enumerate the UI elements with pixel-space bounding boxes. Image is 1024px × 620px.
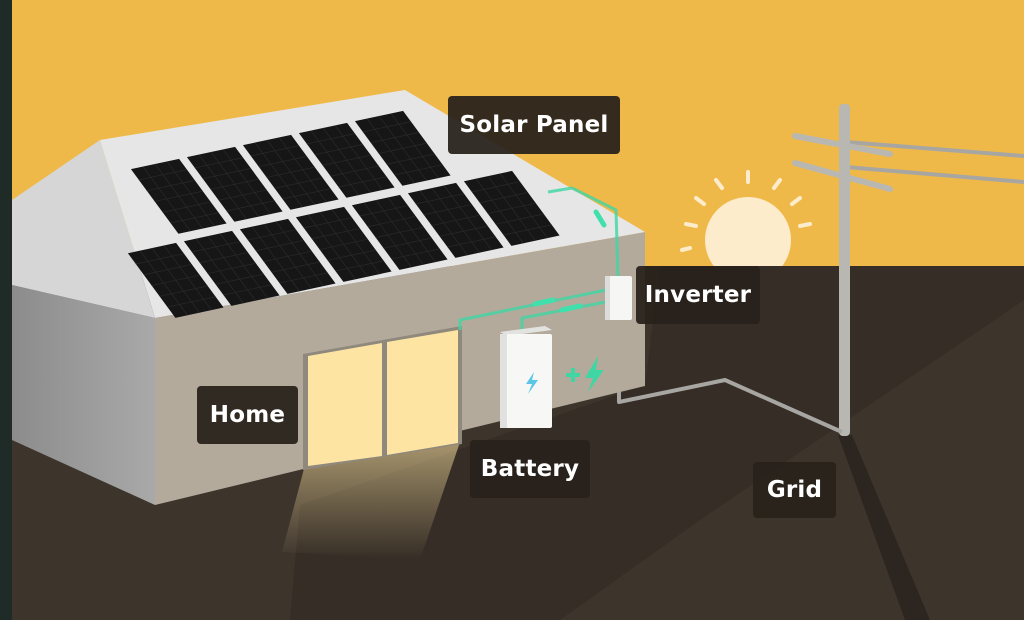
left-border bbox=[0, 0, 12, 620]
panel-cell-line bbox=[226, 200, 275, 212]
panel-cell-line bbox=[306, 133, 356, 145]
panel-cell-line bbox=[282, 188, 331, 200]
panel-cell-line bbox=[386, 153, 435, 165]
panel-cell-line bbox=[327, 249, 376, 261]
inverter-label: Inverter bbox=[636, 266, 760, 324]
roof-hip bbox=[12, 140, 155, 318]
panel-cell-line bbox=[394, 164, 443, 176]
home-label: Home bbox=[197, 386, 298, 444]
panel-cell-line bbox=[162, 201, 211, 213]
panel-cell-line bbox=[423, 204, 472, 216]
panel-cell-line bbox=[487, 202, 536, 214]
panel-cell-line bbox=[215, 273, 264, 285]
panel-cell-line bbox=[495, 213, 544, 225]
panel-cell-line bbox=[367, 216, 416, 228]
panel-cell-line bbox=[167, 296, 216, 308]
panel-cell-line bbox=[138, 169, 188, 181]
panel-cell-line bbox=[311, 228, 360, 240]
panel-cell-line bbox=[210, 178, 259, 190]
panel-cell-line bbox=[143, 264, 192, 276]
panel-cell-line bbox=[383, 237, 432, 249]
panel-cell-line bbox=[218, 189, 267, 201]
panel-cell-line bbox=[263, 250, 312, 262]
solar-panel-label: Solar Panel bbox=[448, 96, 620, 154]
panel-cell-line bbox=[335, 260, 384, 272]
door-light-cone bbox=[282, 442, 460, 560]
battery-label: Battery bbox=[470, 440, 590, 498]
panel-cell-line bbox=[151, 274, 200, 286]
battery-unit bbox=[500, 326, 552, 428]
panel-cell-line bbox=[338, 176, 387, 188]
panel-cell-line bbox=[359, 205, 409, 217]
panel-cell-line bbox=[274, 177, 323, 189]
panel-cell-line bbox=[314, 144, 363, 156]
panel-cell-line bbox=[471, 181, 521, 193]
panel-cell-line bbox=[271, 261, 320, 273]
pole-shadow bbox=[838, 435, 930, 620]
panel-cell-line bbox=[207, 262, 256, 274]
panel-cell-line bbox=[391, 248, 440, 260]
panel-cell-line bbox=[255, 240, 304, 252]
door-left bbox=[308, 343, 382, 466]
solar-panel-array bbox=[127, 110, 560, 318]
lightning-icon bbox=[526, 372, 538, 394]
panel-cell-line bbox=[194, 157, 244, 169]
panel-cell-line bbox=[154, 190, 203, 202]
panel-cell-line bbox=[223, 284, 272, 296]
panel-cell-line bbox=[266, 166, 315, 178]
panel-cell-line bbox=[202, 168, 251, 180]
energy-flow-dashes bbox=[532, 209, 607, 313]
panel-cell-line bbox=[447, 236, 496, 248]
panel-cell-line bbox=[279, 272, 328, 284]
panel-cell-line bbox=[199, 252, 248, 264]
sun-icon bbox=[680, 170, 812, 266]
panel-cell-line bbox=[319, 238, 368, 250]
panel-cell-line bbox=[378, 142, 427, 154]
panel-cell-line bbox=[415, 193, 465, 205]
inverter-unit bbox=[605, 276, 632, 320]
side-wall bbox=[12, 285, 155, 505]
panel-cell-line bbox=[170, 212, 219, 224]
panel-cell-line bbox=[303, 217, 353, 229]
charging-icon bbox=[566, 356, 604, 392]
panel-cell-line bbox=[135, 253, 185, 265]
panel-cell-line bbox=[258, 156, 307, 168]
panel-cell-line bbox=[439, 225, 488, 237]
panel-cell-line bbox=[479, 192, 528, 204]
panel-cell-line bbox=[191, 241, 241, 253]
panel-cell-line bbox=[503, 224, 552, 236]
panel-cell-line bbox=[330, 165, 379, 177]
utility-pole bbox=[792, 104, 1024, 436]
panel-cell-line bbox=[146, 180, 195, 192]
panel-cell-line bbox=[250, 145, 300, 157]
panel-cell-line bbox=[362, 121, 412, 133]
grid-label: Grid bbox=[753, 462, 836, 518]
panel-cell-line bbox=[431, 214, 480, 226]
panel-cell-line bbox=[375, 226, 424, 238]
panel-cell-line bbox=[159, 285, 208, 297]
panel-cell-line bbox=[322, 154, 371, 166]
door-right bbox=[387, 330, 458, 455]
panel-cell-line bbox=[247, 229, 297, 241]
panel-cell-line bbox=[370, 132, 419, 144]
